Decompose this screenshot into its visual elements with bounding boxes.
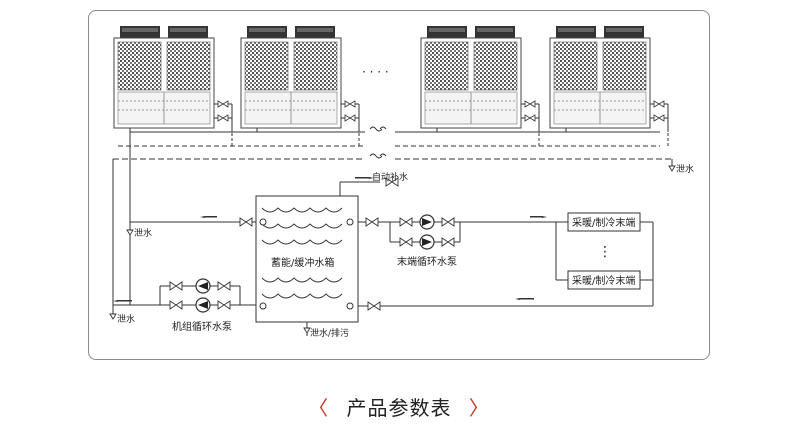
- flow-arrows: [113, 177, 547, 302]
- unit-pump-label: 机组循环水泵: [172, 320, 232, 333]
- heat-pump-unit: [113, 26, 233, 146]
- unit-pump-bottom: [195, 297, 211, 313]
- end-pump-bottom: [419, 234, 435, 250]
- page-title: 产品参数表: [346, 396, 452, 420]
- units-ellipsis: · · · ·: [362, 65, 389, 79]
- end-pump-label: 末端循环水泵: [397, 255, 457, 268]
- chevron-right-icon[interactable]: 〉: [468, 396, 490, 420]
- tank-label: 蓄能/缓冲水箱: [271, 256, 334, 269]
- drain-left-upper-label: 泄水: [134, 227, 152, 239]
- heat-pump-unit: [549, 26, 669, 146]
- drain-right-label: 泄水: [676, 163, 694, 175]
- footer-title: 〈 产品参数表 〉: [0, 392, 798, 421]
- chevron-left-icon[interactable]: 〈: [308, 396, 330, 420]
- unit-pump-top: [195, 278, 211, 294]
- tank-drain-label: 泄水/排污: [310, 327, 349, 339]
- heat-pump-unit: [420, 26, 540, 146]
- terminal-top-label: 采暖/制冷末端: [572, 216, 635, 229]
- tank-pipes: [112, 181, 654, 336]
- terminal-ellipsis: ⋮: [598, 244, 612, 260]
- end-pump-top: [419, 214, 435, 230]
- auto-refill-label: 自动补水: [372, 171, 408, 183]
- drain-left-lower-label: 泄水: [117, 313, 135, 325]
- terminal-bottom: 采暖/制冷末端: [567, 270, 641, 290]
- terminal-top: 采暖/制冷末端: [567, 212, 641, 232]
- valves: [109, 165, 676, 334]
- terminal-bottom-label: 采暖/制冷末端: [572, 274, 635, 287]
- heat-pump-unit: [240, 26, 360, 146]
- header-pipes: [112, 126, 673, 305]
- buffer-tank: [255, 195, 359, 323]
- heat-pump-units: [113, 26, 669, 146]
- pumps: [195, 214, 435, 313]
